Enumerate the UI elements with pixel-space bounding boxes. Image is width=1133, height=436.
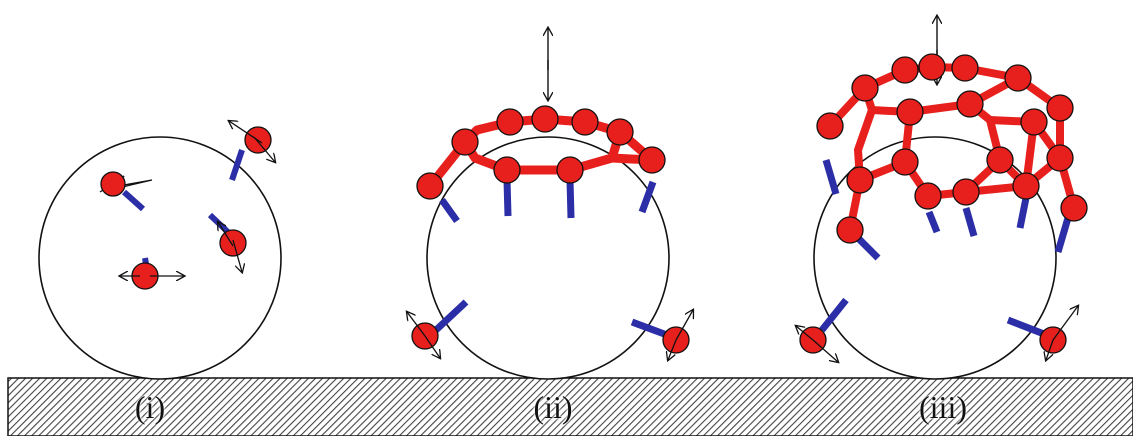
panel-i <box>38 121 282 380</box>
vesicle-ii <box>426 136 670 380</box>
particle <box>229 121 275 181</box>
particle <box>630 310 693 360</box>
particle <box>120 257 184 290</box>
panel-ii <box>407 28 693 380</box>
particle <box>796 297 849 362</box>
panel-iii <box>796 16 1088 380</box>
vesicle-iii <box>813 136 1057 380</box>
linkers <box>439 179 657 224</box>
particle <box>99 171 153 212</box>
panel-label-i: (i) <box>134 389 166 425</box>
particle <box>407 299 469 358</box>
network-particles <box>816 53 1088 244</box>
vesicle-i <box>38 136 282 380</box>
linkers <box>822 159 1072 261</box>
particle <box>207 212 247 272</box>
substrate <box>7 377 1133 436</box>
panel-label-iii: (iii) <box>919 389 967 425</box>
network-particles <box>416 105 666 200</box>
particle <box>1006 306 1078 360</box>
panel-label-ii: (ii) <box>533 389 573 425</box>
